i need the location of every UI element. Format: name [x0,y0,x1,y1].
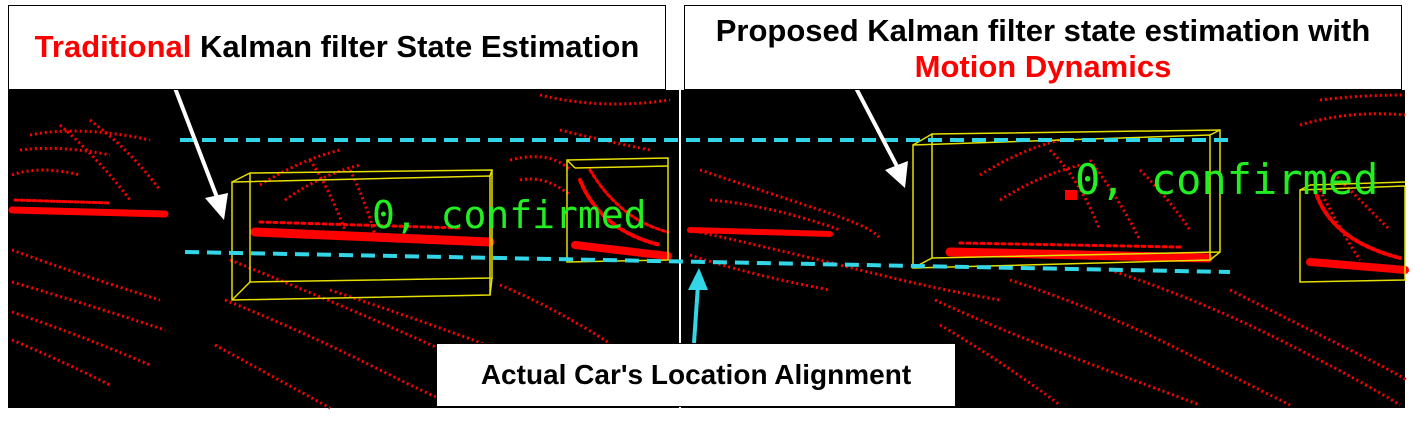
arrow-traditional [173,87,228,220]
arrow-proposed [854,87,908,188]
arrow-actual [688,268,708,344]
actual-location-callout: Actual Car's Location Alignment [436,343,956,407]
lower-alignment-line [184,250,1231,274]
left-bounding-box [231,169,493,301]
traditional-highlight: Traditional [34,29,192,64]
proposed-line1: Proposed Kalman filter state estimation … [715,13,1371,48]
right-status-label: 0, confirmed [1075,155,1378,204]
left-dense-cluster [8,168,672,260]
proposed-callout: Proposed Kalman filter state estimation … [684,5,1402,90]
right-neighbor-box [1299,181,1406,283]
proposed-highlight: Motion Dynamics [914,49,1172,84]
alignment-guide-lines [180,138,1231,274]
traditional-callout: Traditional Kalman filter State Estimati… [8,5,666,90]
left-neighbor-box [566,157,669,263]
right-lidar-points [689,93,1407,407]
left-status-label: 0, confirmed [372,193,647,237]
traditional-rest: Kalman filter State Estimation [191,29,640,64]
